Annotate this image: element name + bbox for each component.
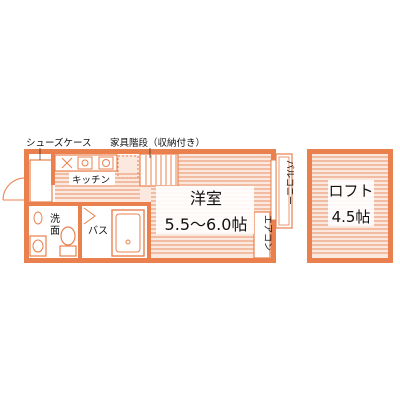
furniture-stairs (139, 153, 179, 187)
wall-bath-room (147, 202, 151, 263)
shoe-closet-box (29, 159, 53, 203)
bath-label: バス (88, 225, 108, 237)
wall-kitchen-bottom (24, 202, 151, 206)
washer-marker (33, 211, 43, 225)
wash-basin (29, 235, 47, 257)
balcony-label: バルコニー (284, 160, 295, 205)
fridge-space (117, 155, 139, 179)
washroom-label-2: 面 (50, 226, 60, 237)
western-room-label: 洋室 (190, 189, 222, 208)
kitchen-counter (54, 154, 118, 172)
wall-wash-bath (78, 202, 82, 263)
loft-label: ロフト (328, 182, 373, 200)
room-label-bg (156, 186, 254, 234)
toilet (59, 226, 77, 257)
bathtub (111, 209, 145, 257)
furniture-stairs-label: 家具階段（収納付き） (110, 137, 205, 149)
shoe-closet-label: シューズケース (26, 137, 92, 149)
western-room-size: 5.5〜6.0帖 (165, 215, 248, 234)
loft-label-bg (328, 180, 374, 226)
window-right (270, 159, 277, 221)
washroom-label-1: 洗 (50, 213, 60, 225)
loft-size: 4.5帖 (332, 208, 371, 226)
entry-door (2, 177, 26, 201)
aircon-label: エアコン (262, 215, 272, 251)
wall-entry (51, 149, 55, 185)
kitchen-label-bg (69, 172, 115, 185)
bath-door (83, 207, 96, 225)
aircon-box (253, 211, 271, 259)
kitchen-label: キッチン (72, 175, 110, 186)
